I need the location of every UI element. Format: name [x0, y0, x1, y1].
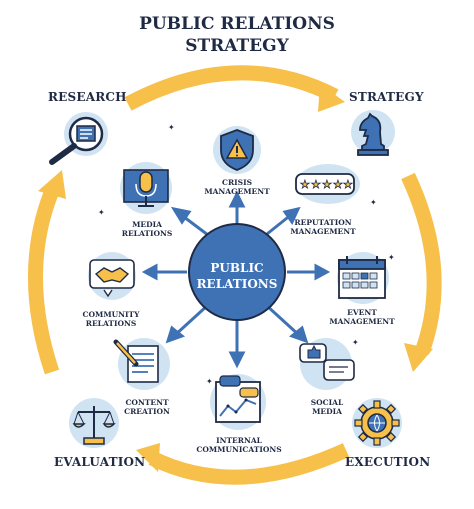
cycle-arrow-research-to-strategy	[124, 65, 339, 111]
calendar-icon	[337, 252, 389, 304]
label-social-line-1: SOCIAL	[310, 398, 344, 407]
label-event-management: EVENT MANAGEMENT	[307, 308, 417, 326]
handshake-icon	[88, 252, 136, 300]
stage-label-evaluation: EVALUATION	[54, 455, 146, 469]
svg-text:★: ★	[333, 178, 343, 191]
center-label-line-2: RELATIONS	[196, 277, 278, 291]
label-internal-communications: INTERNAL COMMUNICATIONS	[184, 436, 294, 454]
sparkle-decorations: ✦ ✦ ✦ ✦ ✦ ✦	[98, 123, 395, 386]
svg-text:✦: ✦	[206, 377, 213, 386]
rating-stars-icon: ★★★★★	[295, 164, 360, 204]
spoke-content	[172, 303, 210, 338]
title-line-2: STRATEGY	[185, 36, 289, 56]
label-reputation-line-1: REPUTATION	[294, 218, 352, 227]
label-crisis-management: CRISIS MANAGEMENT	[182, 178, 292, 196]
pen-document-icon	[113, 338, 170, 390]
scales-icon	[69, 398, 119, 448]
label-reputation-line-2: MANAGEMENT	[290, 227, 356, 236]
svg-text:★: ★	[322, 178, 332, 191]
chess-knight-icon	[351, 110, 395, 156]
label-media-relations: MEDIA RELATIONS	[92, 220, 202, 238]
stage-label-strategy: STRATEGY	[349, 90, 424, 104]
cycle-arrow-execution-to-evaluation	[148, 443, 350, 485]
label-media-line-2: RELATIONS	[121, 229, 173, 238]
label-community-relations: COMMUNITY RELATIONS	[56, 310, 166, 328]
center-hub	[188, 223, 286, 321]
label-content-line-1: CONTENT	[125, 398, 169, 407]
cycle-arrowhead-strategy	[318, 84, 345, 112]
magnifier-document-icon	[49, 112, 108, 165]
cycle-arrow-evaluation-to-research	[28, 183, 61, 375]
shield-warning-icon	[213, 126, 261, 174]
svg-text:✦: ✦	[98, 208, 105, 217]
svg-text:✦: ✦	[388, 253, 395, 262]
label-event-line-1: EVENT	[347, 308, 377, 317]
stage-label-research: RESEARCH	[48, 90, 127, 104]
label-community-line-2: RELATIONS	[85, 319, 137, 328]
cycle-arrowhead-evaluation	[136, 443, 160, 472]
label-internal-line-2: COMMUNICATIONS	[196, 445, 282, 454]
label-media-line-1: MEDIA	[132, 220, 162, 229]
spoke-social	[264, 303, 302, 338]
cycle-arrow-strategy-to-execution	[401, 172, 442, 355]
label-community-line-1: COMMUNITY	[82, 310, 140, 319]
gear-globe-icon	[352, 398, 402, 448]
svg-text:★: ★	[300, 178, 310, 191]
svg-text:★: ★	[343, 178, 353, 191]
presentation-board-icon	[210, 374, 266, 430]
center-label: PUBLIC RELATIONS	[187, 260, 287, 292]
label-social-media: SOCIAL MEDIA	[272, 398, 382, 416]
svg-text:✦: ✦	[168, 123, 175, 132]
label-content-line-2: CREATION	[124, 407, 170, 416]
label-content-creation: CONTENT CREATION	[92, 398, 202, 416]
cycle-arrowhead-research	[38, 170, 66, 199]
label-social-line-2: MEDIA	[312, 407, 342, 416]
label-event-line-2: MANAGEMENT	[329, 317, 395, 326]
label-internal-line-1: INTERNAL	[216, 436, 262, 445]
microphone-icon	[120, 162, 172, 214]
center-label-line-1: PUBLIC	[210, 261, 264, 275]
svg-text:★: ★	[311, 178, 321, 191]
label-crisis-line-1: CRISIS	[221, 178, 253, 187]
cycle-arrowhead-execution	[404, 343, 433, 372]
svg-text:✦: ✦	[352, 338, 359, 347]
stage-label-execution: EXECUTION	[345, 455, 431, 469]
title-line-1: PUBLIC RELATIONS	[139, 14, 335, 34]
svg-text:✦: ✦	[370, 198, 377, 207]
social-chat-icon	[299, 338, 355, 390]
label-crisis-line-2: MANAGEMENT	[204, 187, 270, 196]
label-reputation-management: REPUTATION MANAGEMENT	[268, 218, 378, 236]
